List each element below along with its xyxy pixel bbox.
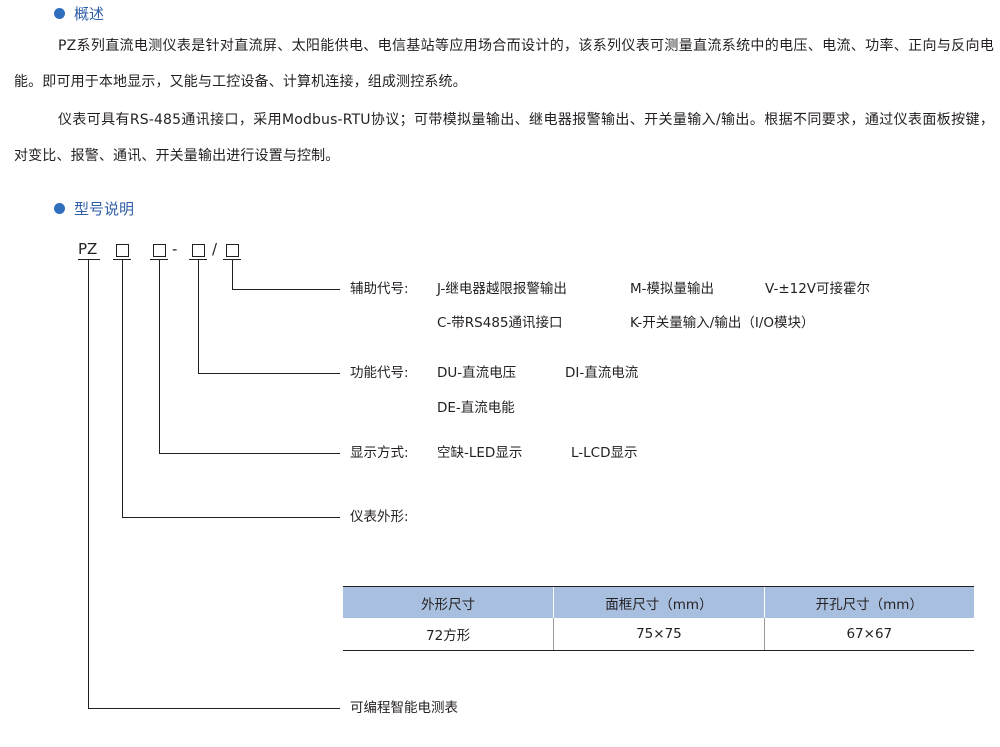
overview-paragraph-1: PZ系列直流电测仪表是针对直流屏、太阳能供电、电信基站等应用场合而设计的，该系列… xyxy=(14,38,994,90)
aux-underline xyxy=(223,259,241,260)
table-header-cutout: 开孔尺寸（mm） xyxy=(763,586,974,618)
model-heading: 型号说明 xyxy=(54,198,134,219)
shape-spec-table: 外形尺寸 面框尺寸（mm） 开孔尺寸（mm） 72方形 75×75 67×67 xyxy=(343,586,974,651)
aux-connector-v xyxy=(232,260,233,289)
aux-option-c: C-带RS485通讯接口 xyxy=(437,315,563,331)
aux-connector-h xyxy=(232,289,340,290)
display-connector-h xyxy=(159,453,340,454)
function-option-de: DE-直流电能 xyxy=(437,400,515,416)
function-connector-v xyxy=(198,260,199,373)
table-header-frame: 面框尺寸（mm） xyxy=(553,586,765,618)
model-title: 型号说明 xyxy=(74,200,135,218)
table-cell-cutout: 67×67 xyxy=(763,618,974,651)
function-underline xyxy=(189,259,207,260)
overview-paragraph-2: 仪表可具有RS-485通讯接口，采用Modbus-RTU协议；可带模拟量输出、继… xyxy=(14,112,994,164)
shape-underline xyxy=(113,259,131,260)
aux-option-k: K-开关量输入/输出（I/O模块） xyxy=(630,315,815,331)
display-code-box xyxy=(153,244,166,257)
base-label: 可编程智能电测表 xyxy=(350,700,458,716)
display-label: 显示方式: xyxy=(350,445,409,461)
aux-option-m: M-模拟量输出 xyxy=(630,281,715,297)
display-connector-v xyxy=(159,260,160,453)
overview-title: 概述 xyxy=(74,5,105,23)
aux-label: 辅助代号: xyxy=(350,281,409,297)
function-option-du: DU-直流电压 xyxy=(437,365,517,381)
table-header-shape: 外形尺寸 xyxy=(343,586,554,618)
prefix-underline xyxy=(78,259,100,260)
display-option-led: 空缺-LED显示 xyxy=(437,445,523,461)
function-label: 功能代号: xyxy=(350,365,409,381)
table-row: 72方形 75×75 67×67 xyxy=(343,618,974,651)
shape-connector-v xyxy=(122,260,123,517)
overview-heading: 概述 xyxy=(54,3,104,24)
bullet-icon xyxy=(54,8,65,19)
function-code-box xyxy=(192,244,205,257)
model-prefix: PZ xyxy=(78,240,98,258)
table-cell-shape: 72方形 xyxy=(343,618,554,651)
bullet-icon xyxy=(54,203,65,214)
shape-label: 仪表外形: xyxy=(350,509,409,525)
model-slash: / xyxy=(212,240,218,258)
aux-option-v: V-±12V可接霍尔 xyxy=(765,281,871,297)
shape-connector-h xyxy=(122,517,340,518)
aux-option-j: J-继电器越限报警输出 xyxy=(437,281,567,297)
table-cell-frame: 75×75 xyxy=(553,618,765,651)
aux-code-box xyxy=(226,244,239,257)
base-connector-v xyxy=(88,260,89,708)
shape-code-box xyxy=(116,244,129,257)
display-underline xyxy=(150,259,168,260)
display-option-lcd: L-LCD显示 xyxy=(571,445,638,461)
table-header-row: 外形尺寸 面框尺寸（mm） 开孔尺寸（mm） xyxy=(343,586,974,618)
function-connector-h xyxy=(198,373,340,374)
base-connector-h xyxy=(88,708,340,709)
function-option-di: DI-直流电流 xyxy=(565,365,639,381)
model-dash: - xyxy=(172,240,178,258)
